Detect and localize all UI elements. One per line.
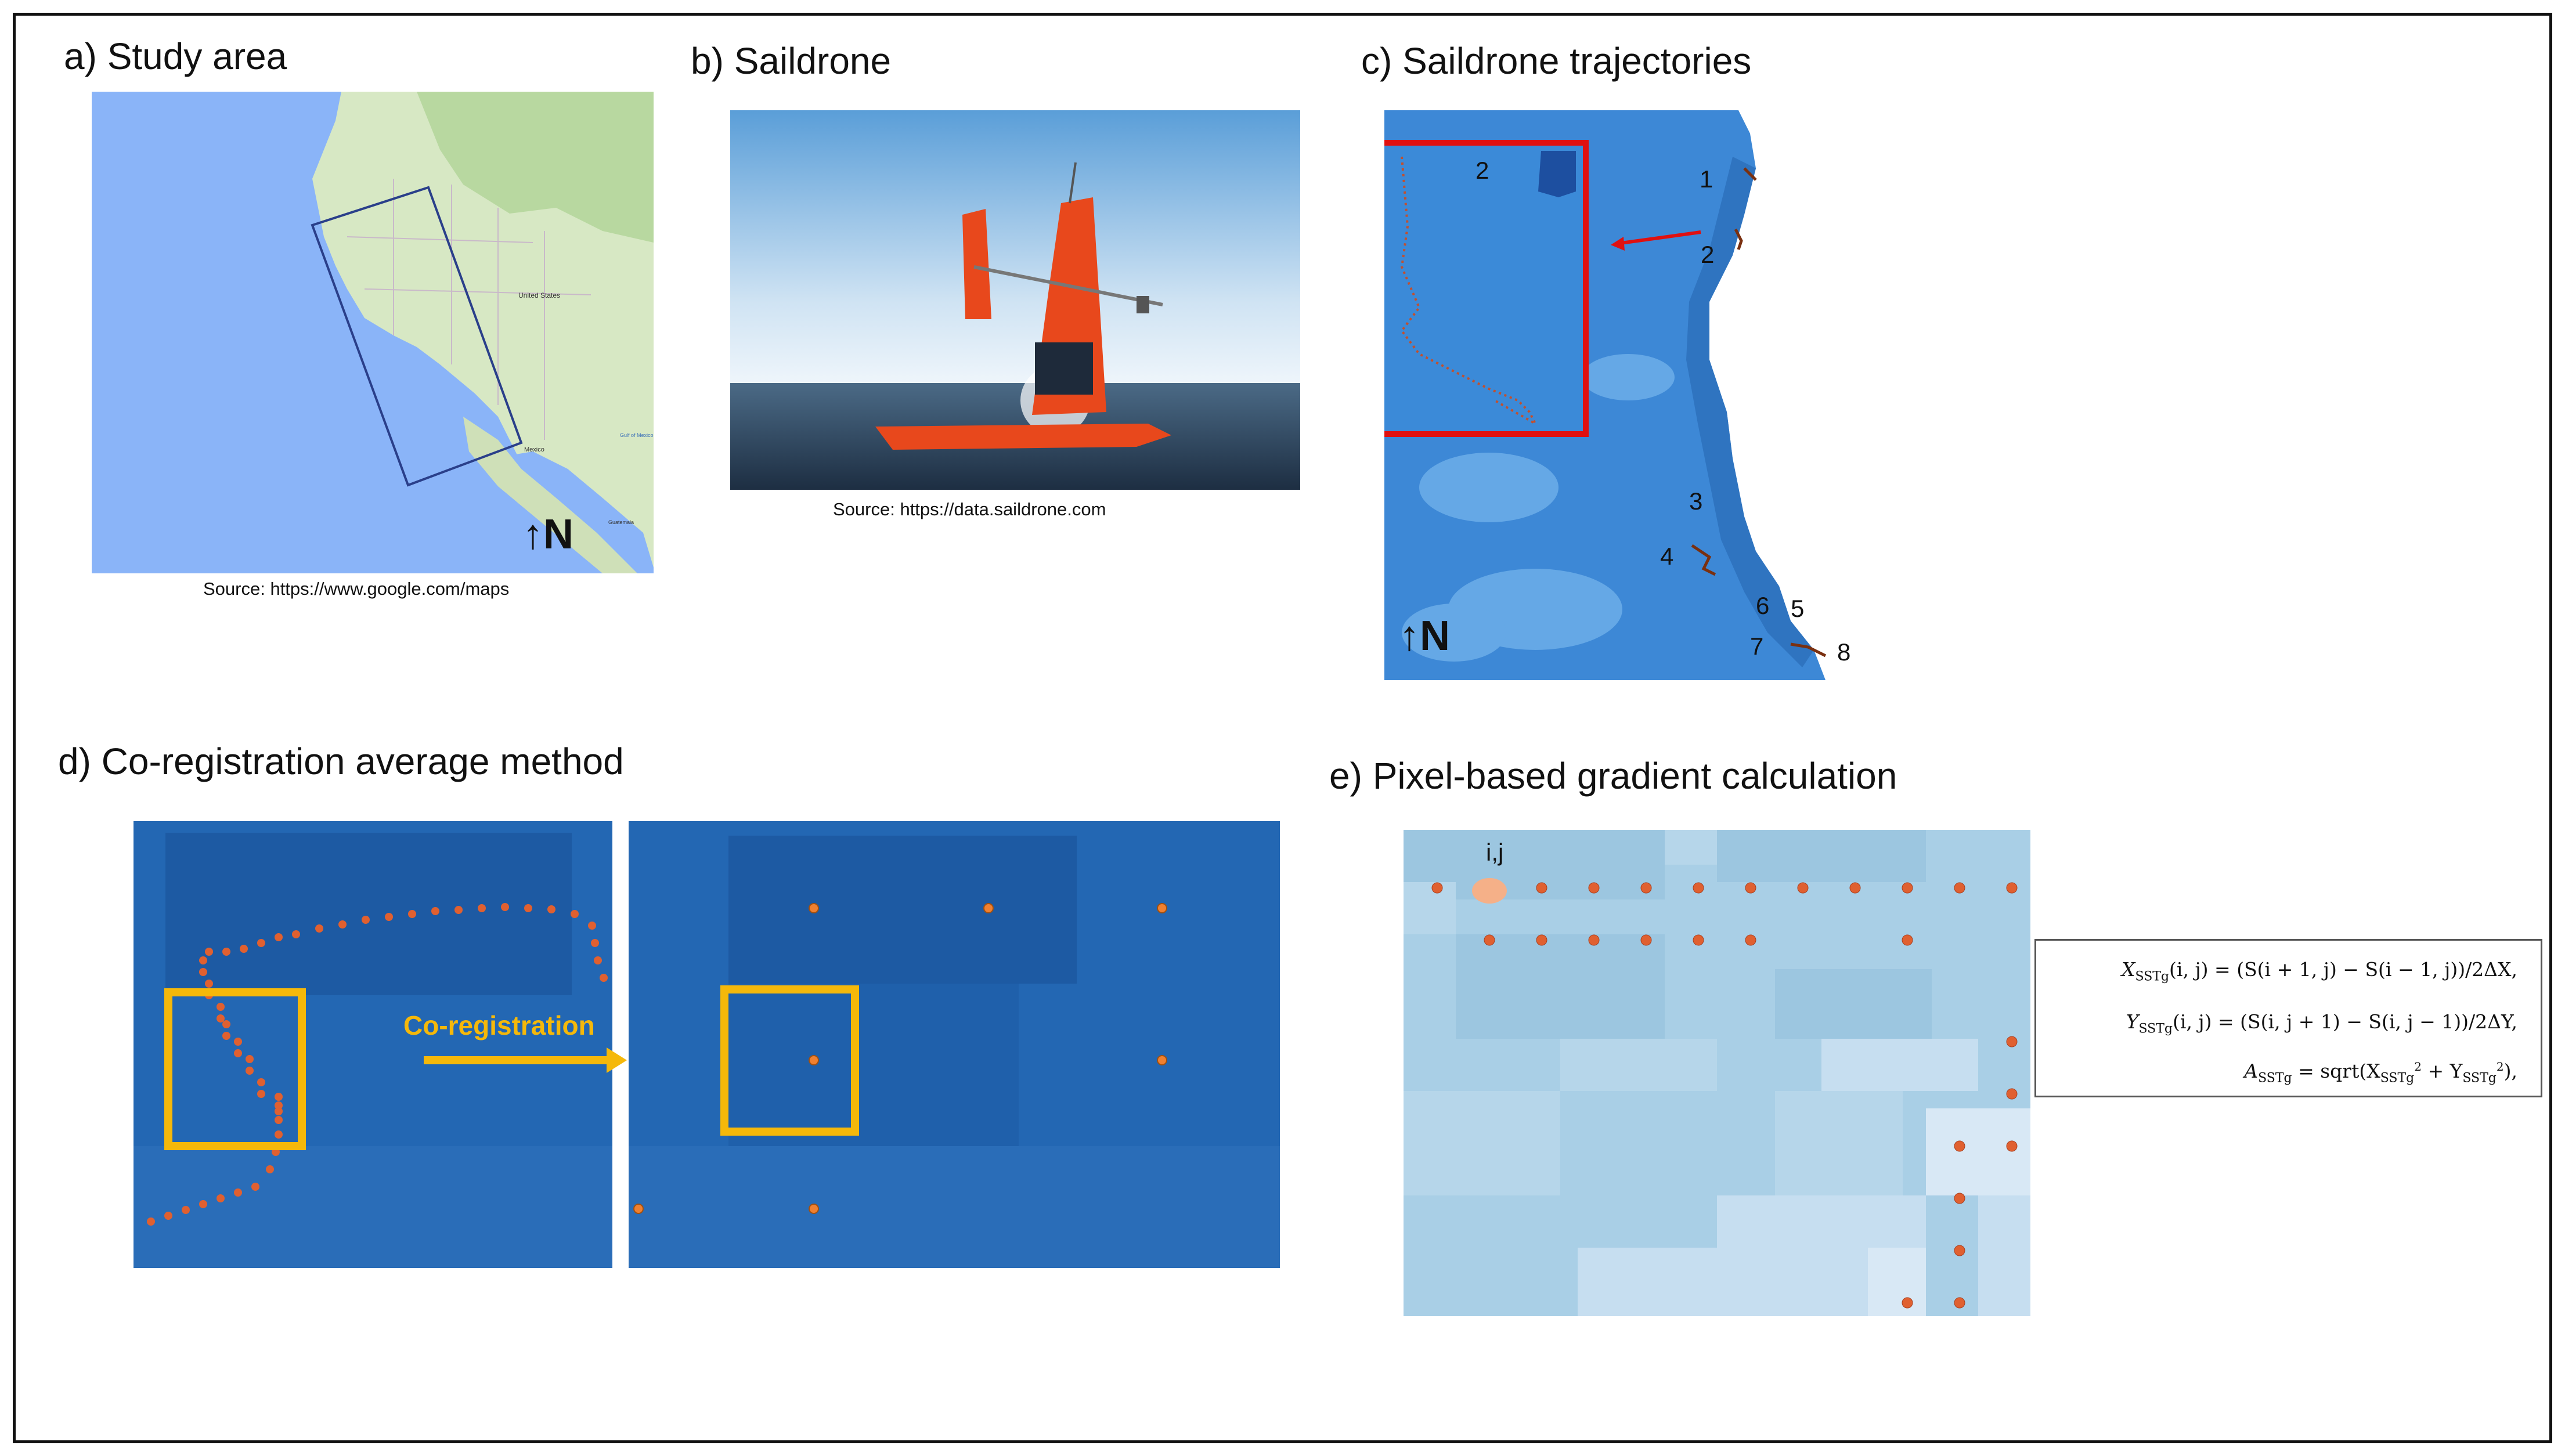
pixel-ij-label: i,j xyxy=(1486,839,1504,866)
marker-6: 6 xyxy=(1756,592,1770,619)
north-arrow-a: ↑N xyxy=(522,511,573,558)
study-area-map: United States Mexico Gulf of Mexico Guat… xyxy=(92,92,654,573)
marker-8: 8 xyxy=(1837,638,1851,666)
marker-4: 4 xyxy=(1660,543,1674,570)
coregistration-diagram xyxy=(134,821,1280,1268)
label-mexico: Mexico xyxy=(524,446,544,453)
marker-5: 5 xyxy=(1791,595,1805,622)
panel-c-label: c) Saildrone trajectories xyxy=(1361,40,1752,82)
panel-b-label: b) Saildrone xyxy=(691,40,892,82)
formula-a: ASSTg = sqrt(XSSTg2 + YSSTg2), xyxy=(2244,1060,2517,1086)
marker-2: 2 xyxy=(1701,241,1715,268)
panel-b-source: Source: https://data.saildrone.com xyxy=(833,499,1106,519)
panel-d-label: d) Co-registration average method xyxy=(58,740,624,782)
figure-frame xyxy=(13,13,2552,1443)
formula-x: XSSTg(i, j) = (S(i + 1, j) − S(i − 1, j)… xyxy=(2122,958,2517,984)
panel-a-source: Source: https://www.google.com/maps xyxy=(203,579,510,599)
pixel-grid xyxy=(1404,830,2030,1316)
label-guatemala: Guatemala xyxy=(608,519,634,525)
marker-1: 1 xyxy=(1700,165,1713,193)
right-highlight-box xyxy=(720,985,859,1136)
gradient-formulas: XSSTg(i, j) = (S(i + 1, j) − S(i − 1, j)… xyxy=(2034,939,2542,1097)
label-united-states: United States xyxy=(518,291,560,299)
coregistration-label: Co-registration xyxy=(403,1010,595,1040)
coregistration-arrow xyxy=(607,1047,627,1073)
study-area-box xyxy=(311,186,523,487)
north-arrow-c: ↑N xyxy=(1399,613,1450,659)
pixel-ij-marker xyxy=(1472,878,1507,904)
trajectory-dots xyxy=(147,903,608,1226)
panel-e-label: e) Pixel-based gradient calculation xyxy=(1329,755,1897,797)
marker-inset-2: 2 xyxy=(1475,157,1489,184)
panel-a-label: a) Study area xyxy=(64,35,287,77)
saildrone-photo xyxy=(730,110,1300,490)
left-highlight-box xyxy=(164,988,306,1150)
marker-7: 7 xyxy=(1750,633,1764,660)
marker-3: 3 xyxy=(1689,487,1703,515)
formula-y: YSSTg(i, j) = (S(i, j + 1) − S(i, j − 1)… xyxy=(2126,1010,2517,1036)
trajectory-map xyxy=(1384,110,1878,680)
label-gulf: Gulf of Mexico xyxy=(620,432,654,438)
